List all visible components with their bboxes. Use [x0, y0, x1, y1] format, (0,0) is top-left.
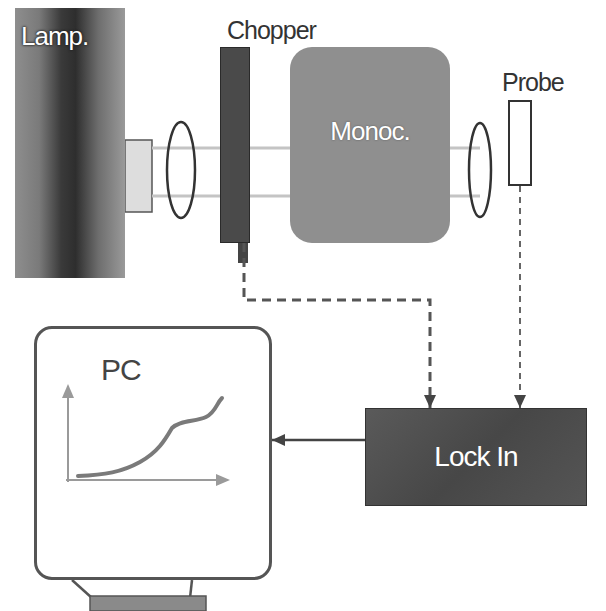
- lamp-label: Lamp.: [21, 22, 88, 51]
- lamp-adapter: [125, 140, 152, 212]
- monoc-label: Monoc.: [330, 117, 409, 146]
- lamp-housing: Lamp.: [15, 8, 125, 278]
- probe-label: Probe: [502, 69, 564, 97]
- chopper-label: Chopper: [227, 17, 316, 45]
- monochromator-box: Monoc.: [290, 47, 450, 243]
- pc-label: PC: [101, 353, 141, 386]
- monitor-leg: [72, 580, 92, 598]
- axis-arrowhead: [216, 474, 230, 486]
- plot-axis: [67, 396, 69, 482]
- plot-axis: [66, 479, 218, 481]
- probe-box: Probe: [508, 100, 532, 186]
- lens: [167, 122, 195, 218]
- monitor-base: [90, 596, 206, 611]
- chopper-wheel: Chopper: [220, 47, 250, 243]
- monitor-screen: [34, 326, 272, 580]
- pc-monitor: PC: [34, 326, 272, 580]
- signal-connector: [519, 186, 521, 408]
- axis-arrowhead: [62, 384, 74, 398]
- lock-in-amplifier: Lock In: [365, 408, 587, 506]
- plot-curve: [78, 398, 222, 476]
- lockin-label: Lock In: [434, 442, 517, 473]
- lens: [469, 123, 491, 217]
- signal-connector: [272, 439, 365, 442]
